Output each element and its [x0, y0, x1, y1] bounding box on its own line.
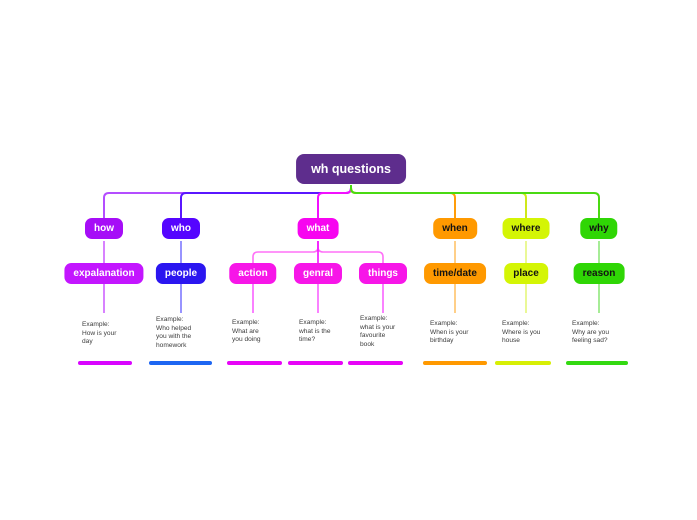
- node-expalanation[interactable]: expalanation: [64, 263, 144, 284]
- connector-who: [180, 185, 352, 219]
- example-things[interactable]: Example: what is your favourite book: [360, 315, 396, 349]
- connector-how: [103, 185, 352, 219]
- underline-when: [423, 361, 487, 365]
- example-how[interactable]: Example: How is your day: [82, 321, 117, 346]
- node-reason[interactable]: reason: [573, 263, 625, 284]
- underline-how: [78, 361, 132, 365]
- underline-who: [149, 361, 212, 365]
- example-who[interactable]: Example: Who helped you with the homewor…: [156, 316, 192, 350]
- node-action[interactable]: action: [229, 263, 277, 284]
- node-why[interactable]: why: [580, 218, 618, 239]
- node-what[interactable]: what: [297, 218, 339, 239]
- connector-where: [350, 185, 527, 219]
- connector-what: [317, 185, 352, 219]
- node-where[interactable]: where: [502, 218, 550, 239]
- node-time-date[interactable]: time/date: [424, 263, 486, 284]
- example-why[interactable]: Example: Why are you feeling sad?: [572, 320, 610, 345]
- connector-when: [350, 185, 456, 219]
- example-when[interactable]: Example: When is your birthday: [430, 320, 469, 345]
- node-things[interactable]: things: [359, 263, 407, 284]
- node-when[interactable]: when: [433, 218, 477, 239]
- example-where[interactable]: Example: Where is you house: [502, 320, 541, 345]
- underline-why: [566, 361, 628, 365]
- underline-things: [348, 361, 403, 365]
- underline-where: [495, 361, 551, 365]
- connector-what-things: [317, 241, 384, 263]
- underline-genral: [288, 361, 343, 365]
- node-root-wh-questions[interactable]: wh questions: [296, 154, 406, 184]
- node-genral[interactable]: genral: [293, 263, 343, 284]
- connector-what-action: [252, 241, 319, 263]
- node-place[interactable]: place: [504, 263, 548, 284]
- node-how[interactable]: how: [85, 218, 123, 239]
- example-action[interactable]: Example: What are you doing: [232, 319, 261, 344]
- example-genral[interactable]: Example: what is the time?: [299, 319, 331, 344]
- connector-why: [350, 185, 600, 219]
- node-people[interactable]: people: [155, 263, 207, 284]
- node-who[interactable]: who: [162, 218, 200, 239]
- underline-action: [227, 361, 282, 365]
